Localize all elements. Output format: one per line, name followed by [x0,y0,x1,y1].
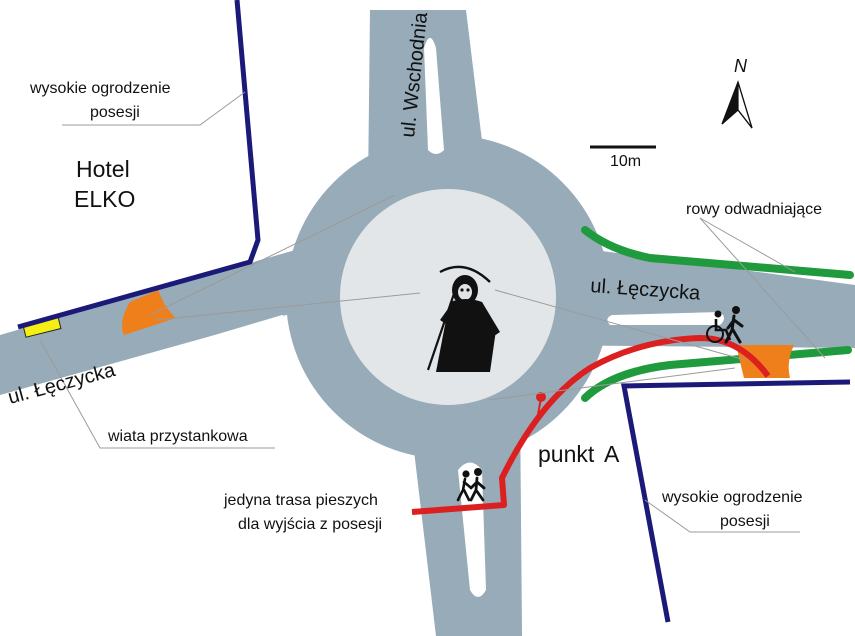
leader-lines [39,91,826,533]
ditches-label: rowy odwadniające [686,201,822,218]
splitter-island-west [175,315,287,358]
leader-shelter [39,339,275,449]
north-letter: N [734,56,748,76]
bus-shelter-label: wiata przystankowa [107,428,248,445]
point-a-label-letter: A [604,441,620,467]
hotel-label-1: Hotel [76,156,130,182]
hotel-label-2: ELKO [74,186,135,212]
leader-island-west [149,194,396,316]
fence-top [17,0,261,330]
leader-island-center [154,292,421,321]
leader-island-south [487,367,736,401]
leader-ditch-south [699,217,826,359]
route-label-2: dla wyjścia z posesji [238,516,382,533]
splitter-island-north [424,38,444,154]
scale-bar-label: 10m [610,153,641,170]
ditch-north [581,226,854,279]
north-arrow-icon [721,80,753,129]
pedestrian-icon [724,306,744,344]
fence-bottom [621,379,851,623]
leader-ditch-north [699,217,796,273]
leader-island-east [494,289,746,361]
pedestrians-icon [456,468,486,502]
drainage-ditches [581,226,854,402]
pedestrian-route [411,335,771,515]
point-a-label-word: punkt [538,441,595,467]
leader-fence-top [62,91,246,126]
central-island [340,189,556,405]
fence-top-label-1: wysokie ogrodzenie [29,80,171,97]
fence-bottom-label-2: posesji [720,513,770,530]
grim-reaper-icon [426,265,500,372]
splitter-island-east [607,312,724,325]
route-label-1: jedyna trasa pieszych [223,492,378,509]
ditch-south [581,346,852,402]
point-a-marker [536,392,546,402]
fence-top-label-2: posesji [90,104,140,121]
leader-fence-bottom [644,499,800,533]
fence-bottom-label-1: wysokie ogrodzenie [661,489,803,506]
crossing-west [122,290,176,335]
